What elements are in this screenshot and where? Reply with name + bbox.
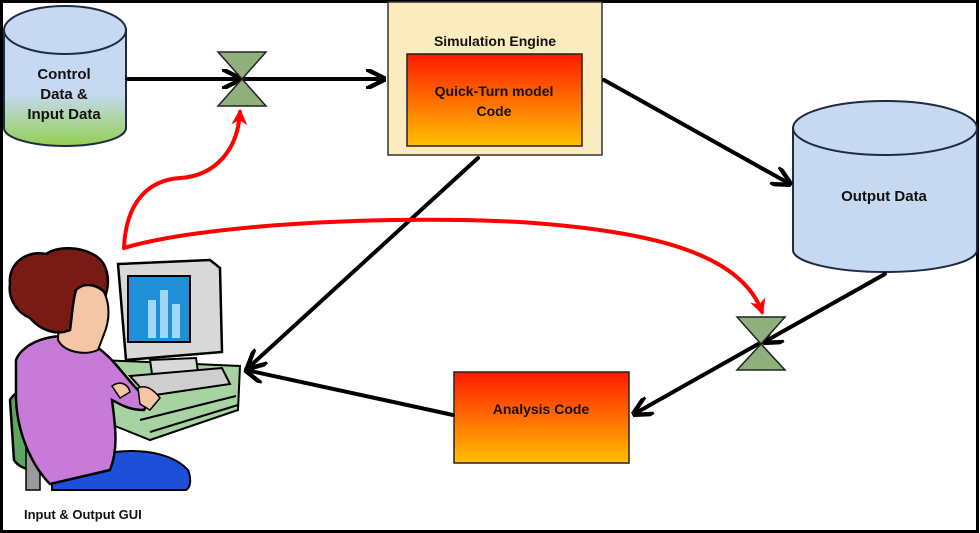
analysis-code-label: Analysis Code [493, 401, 590, 417]
simulation-engine-box: Simulation Engine Quick-Turn model Code [387, 1, 603, 156]
arrow-output-data-to-output-valve [764, 272, 887, 342]
output-valve-icon [735, 316, 787, 371]
control-input-label-line1: Control [37, 66, 90, 83]
computer-monitor-icon [116, 258, 232, 398]
quick-turn-label-line2: Code [477, 103, 512, 119]
output-data-label: Output Data [841, 188, 927, 205]
control-input-data-cylinder: Control Data & Input Data [3, 5, 127, 147]
quick-turn-model-code-box: Quick-Turn model Code [406, 53, 583, 147]
output-data-cylinder: Output Data [792, 100, 978, 273]
quick-turn-label-line1: Quick-Turn model [435, 83, 554, 99]
analysis-code-box: Analysis Code [453, 371, 630, 464]
arrow-output-valve-to-analysis [634, 341, 762, 414]
input-valve-icon [216, 51, 268, 107]
gui-user-illustration [8, 247, 242, 491]
control-input-label-line3: Input Data [27, 106, 101, 123]
arrow-simulation-to-gui [248, 156, 480, 368]
control-input-label-line2: Data & [40, 86, 88, 103]
control-curve-gui-to-output-valve [122, 217, 766, 316]
arrow-analysis-to-gui [246, 370, 455, 417]
gui-label: Input & Output GUI [24, 507, 142, 522]
control-curve-gui-to-input-valve [122, 108, 248, 250]
arrow-simulation-to-output-data [602, 78, 790, 184]
simulation-engine-title: Simulation Engine [434, 33, 556, 49]
person-hair [8, 247, 110, 334]
